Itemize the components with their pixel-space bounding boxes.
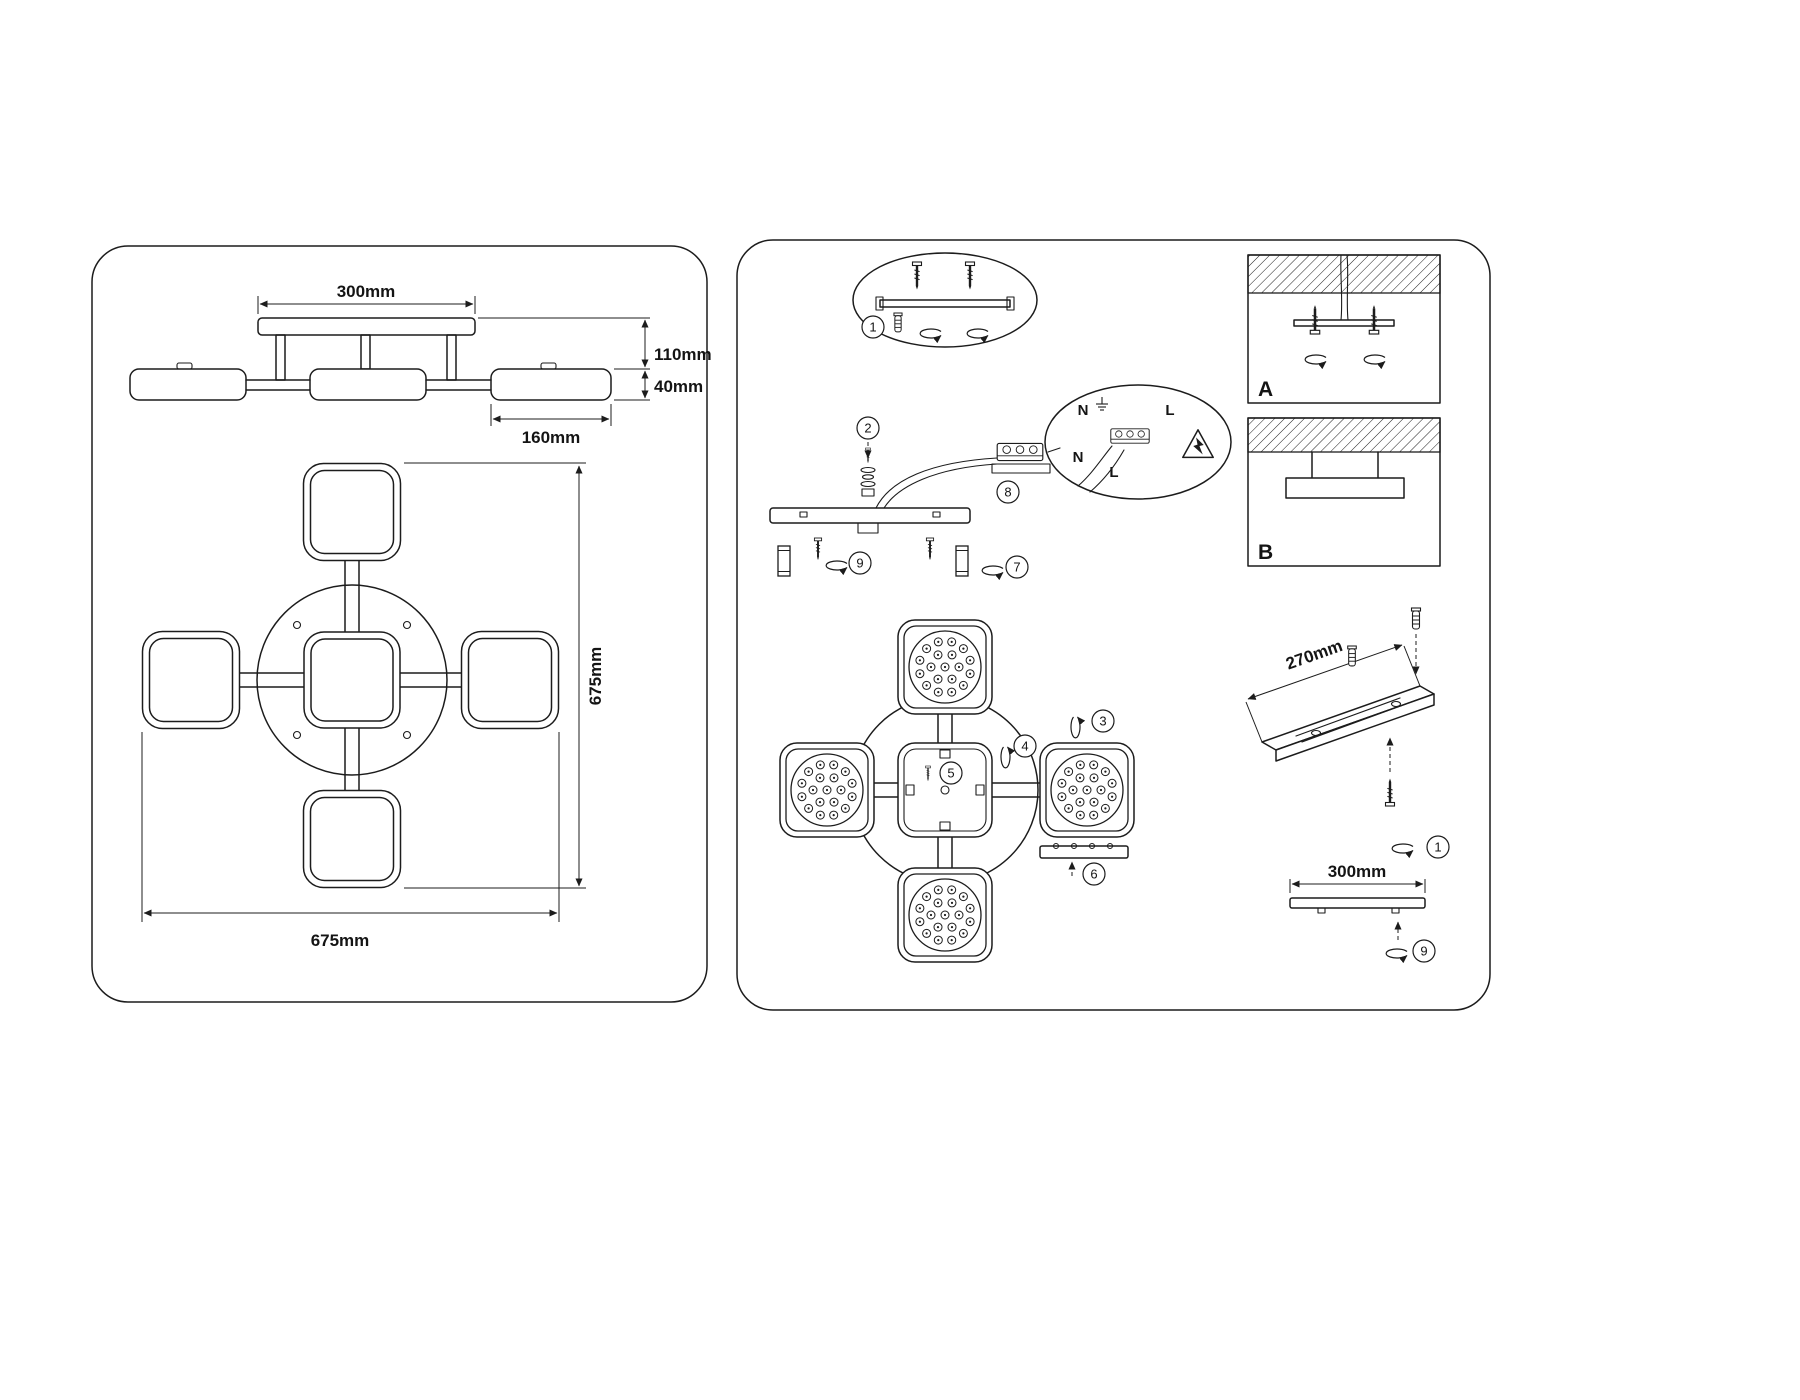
svg-text:7: 7 <box>1013 560 1020 575</box>
mount-option-b: B <box>1247 417 1441 567</box>
svg-text:2: 2 <box>864 421 871 436</box>
wiring-l-mid-label: L <box>1109 464 1118 481</box>
canopy-assembly: 2 8 9 <box>769 416 1061 579</box>
dim-label-300mm-top: 300mm <box>337 282 396 301</box>
svg-text:1: 1 <box>869 320 876 335</box>
dim-label-160mm: 160mm <box>522 428 581 447</box>
step-marker-3: 3 <box>1091 709 1115 733</box>
dim-label-675mm-right: 675mm <box>586 647 605 706</box>
step-marker-8: 8 <box>996 480 1020 504</box>
step-marker-5: 5 <box>939 761 963 785</box>
mounting-bar-detail: 300mm 9 <box>1289 862 1436 963</box>
lamp-side-view: 300mm 110mm 40mm 160mm <box>129 282 712 447</box>
step-marker-9: 9 <box>848 551 872 575</box>
step-marker-2: 2 <box>856 416 880 440</box>
right-panel: 1 2 8 <box>736 239 1491 1011</box>
step-marker-6: 6 <box>1082 862 1106 886</box>
wiring-n-top-label: N <box>1078 402 1089 419</box>
step-marker-1-bracket: 1 <box>1426 835 1450 859</box>
fixture-assembly-view: 3 4 5 6 <box>780 620 1134 962</box>
step-marker-7: 7 <box>1005 555 1029 579</box>
svg-text:9: 9 <box>856 556 863 571</box>
section-b-label: B <box>1258 541 1273 564</box>
svg-text:4: 4 <box>1021 739 1028 754</box>
svg-text:8: 8 <box>1004 485 1011 500</box>
svg-text:3: 3 <box>1099 714 1106 729</box>
dim-label-675mm-bottom: 675mm <box>311 931 370 950</box>
svg-text:5: 5 <box>947 766 954 781</box>
wiring-n-mid-label: N <box>1073 449 1084 466</box>
left-panel: 300mm 110mm 40mm 160mm <box>91 245 712 1003</box>
step-marker-4: 4 <box>1013 734 1037 758</box>
wiring-detail: N L N L <box>1044 384 1232 500</box>
step-marker-1: 1 <box>861 315 885 339</box>
step1-bracket-detail: 1 <box>852 252 1038 348</box>
section-a-label: A <box>1258 378 1273 401</box>
dim-label-300mm-bar: 300mm <box>1328 862 1387 881</box>
step-marker-9-bar: 9 <box>1412 939 1436 963</box>
wiring-l-top-label: L <box>1165 402 1174 419</box>
svg-text:9: 9 <box>1420 944 1427 959</box>
lamp-top-view: 675mm 675mm <box>141 462 605 950</box>
svg-text:1: 1 <box>1434 840 1441 855</box>
left-panel-border <box>91 245 708 1003</box>
dim-label-40mm: 40mm <box>654 377 703 396</box>
mount-option-a: A <box>1247 254 1441 404</box>
dim-label-110mm: 110mm <box>654 345 712 364</box>
svg-text:6: 6 <box>1090 867 1097 882</box>
